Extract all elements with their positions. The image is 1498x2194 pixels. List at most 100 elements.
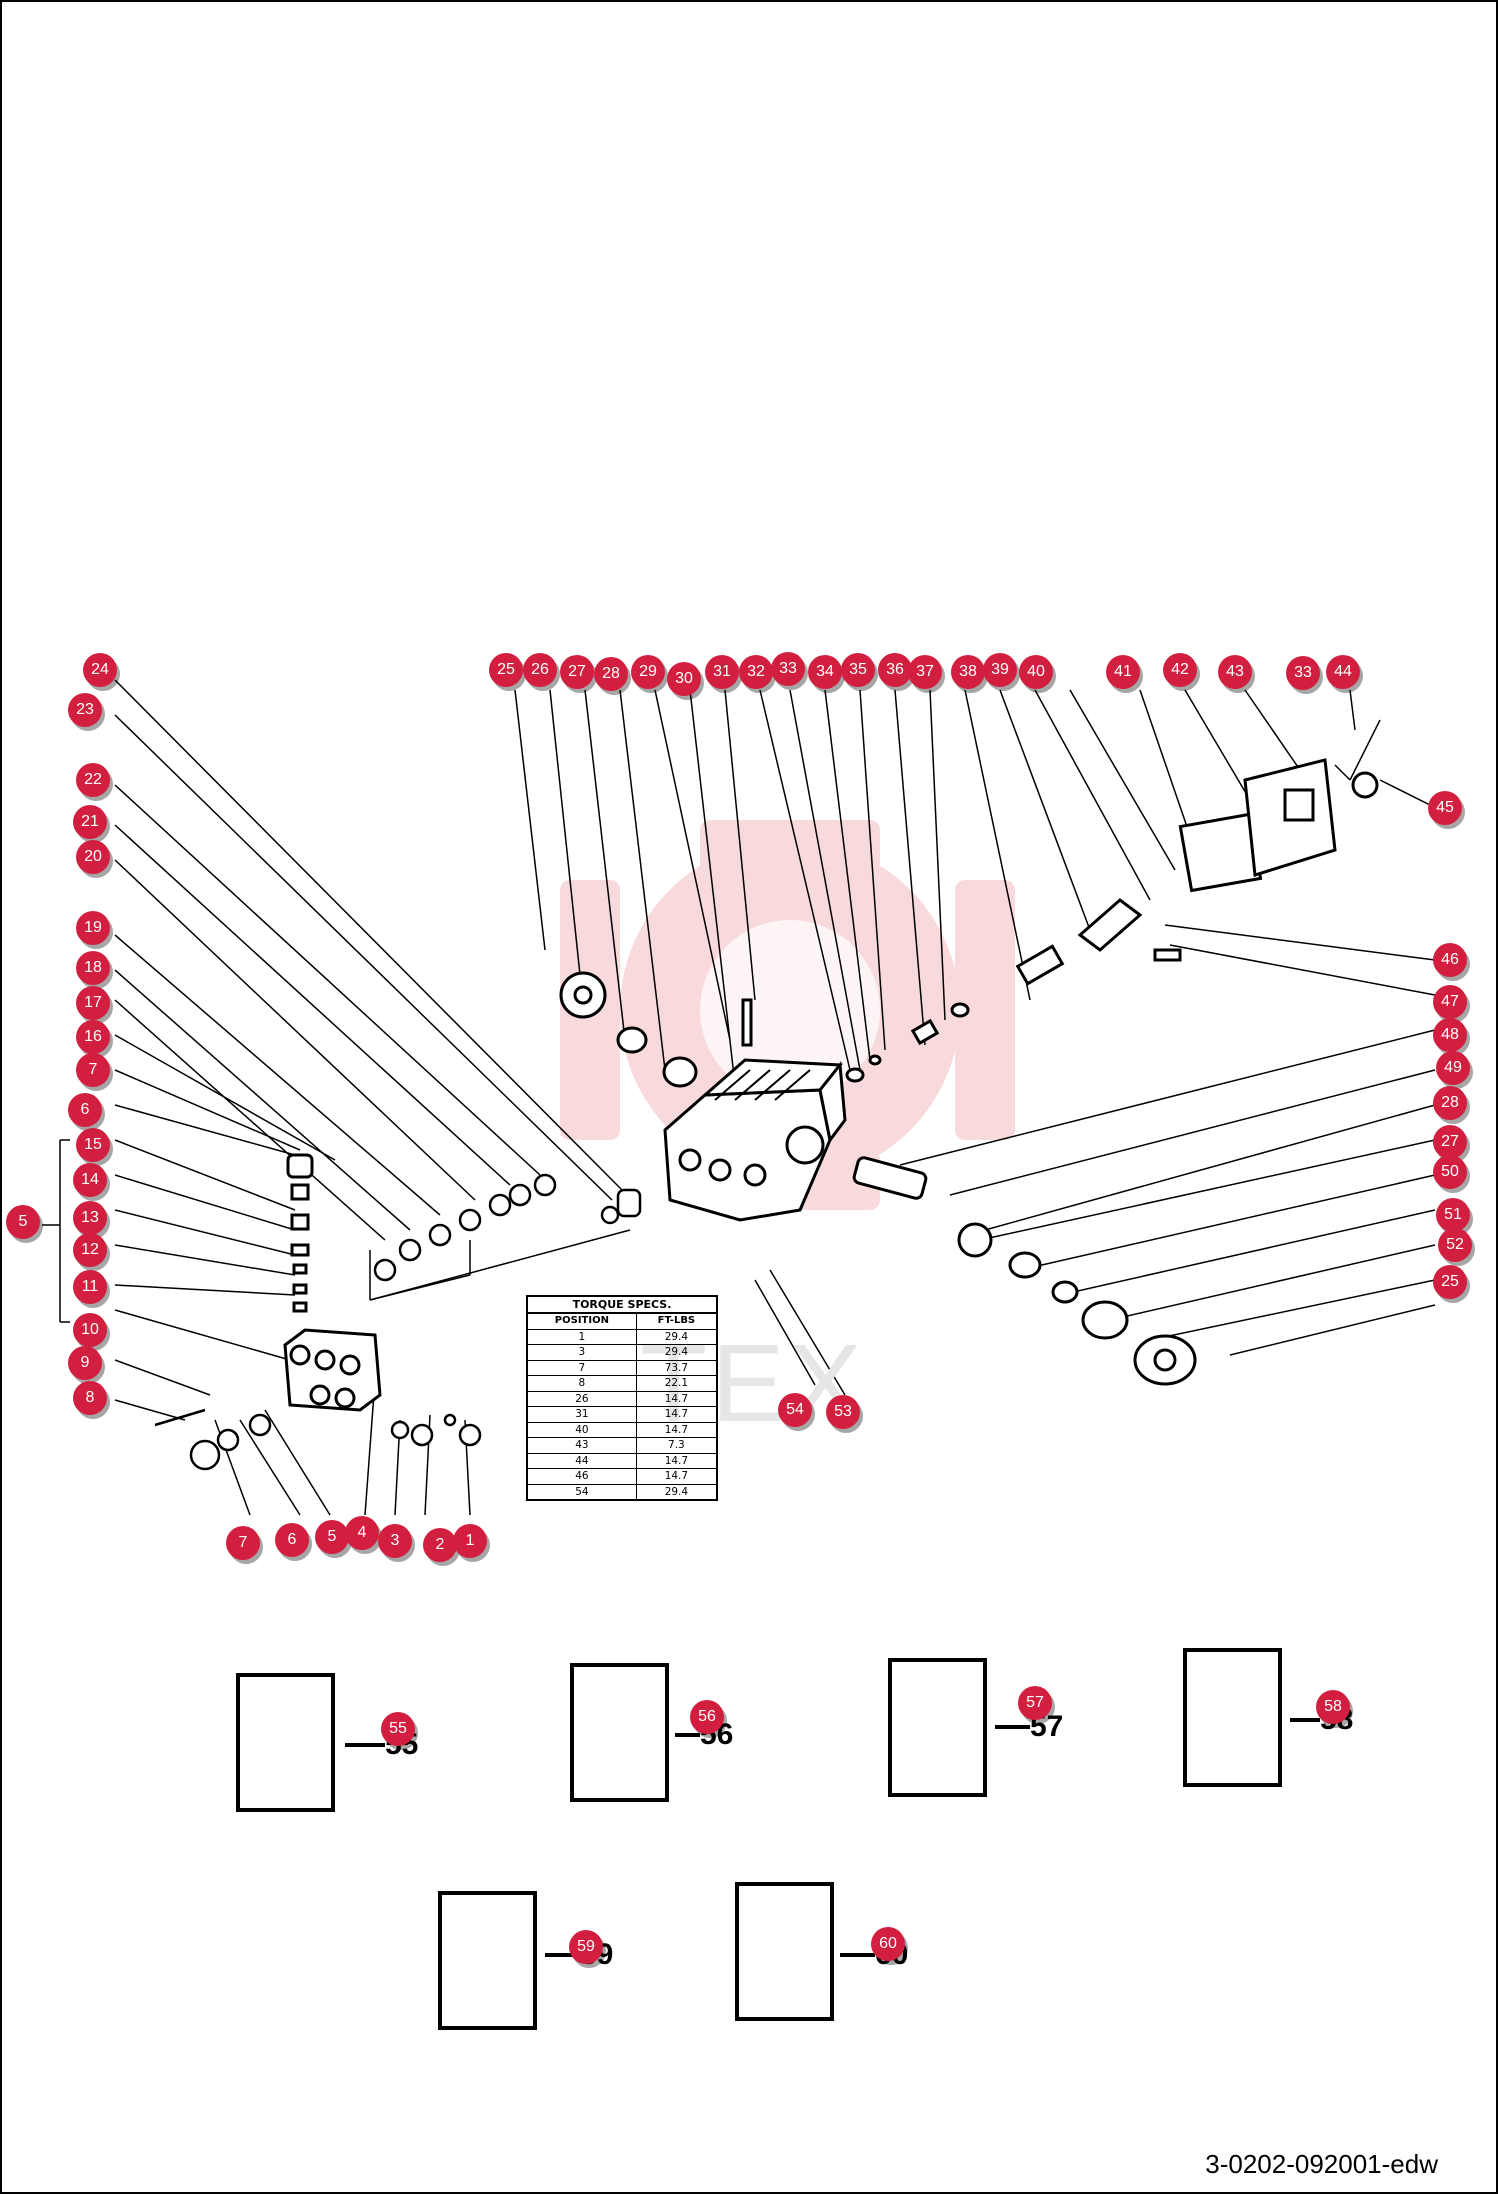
callout-7-bottom[interactable]: 7 xyxy=(226,1526,260,1560)
callout-10[interactable]: 10 xyxy=(73,1313,107,1347)
torque-value: 14.7 xyxy=(635,1406,718,1423)
callout-13[interactable]: 13 xyxy=(73,1201,107,1235)
callout-26[interactable]: 26 xyxy=(523,653,557,687)
torque-value: 14.7 xyxy=(635,1468,718,1485)
callout-23[interactable]: 23 xyxy=(68,693,102,727)
callout-6[interactable]: 6 xyxy=(68,1093,102,1127)
callout-41[interactable]: 41 xyxy=(1106,655,1140,689)
torque-value: 73.7 xyxy=(635,1359,718,1376)
callout-35[interactable]: 35 xyxy=(841,653,875,687)
callout-47[interactable]: 47 xyxy=(1433,985,1467,1019)
torque-value: 14.7 xyxy=(635,1452,718,1469)
callout-7[interactable]: 7 xyxy=(76,1053,110,1087)
callout-27-right[interactable]: 27 xyxy=(1433,1125,1467,1159)
callout-51[interactable]: 51 xyxy=(1436,1198,1470,1232)
callout-28[interactable]: 28 xyxy=(594,657,628,691)
torque-table-title: TORQUE SPECS. xyxy=(526,1295,718,1312)
callout-15[interactable]: 15 xyxy=(76,1128,110,1162)
callout-14[interactable]: 14 xyxy=(73,1163,107,1197)
torque-position: 40 xyxy=(526,1421,637,1438)
callout-16[interactable]: 16 xyxy=(76,1020,110,1054)
callout-5-bracket[interactable]: 5 xyxy=(6,1205,40,1239)
pump-crankcase-ribs xyxy=(714,1069,811,1101)
callout-30[interactable]: 30 xyxy=(667,662,701,696)
callout-25-right[interactable]: 25 xyxy=(1433,1265,1467,1299)
callout-43[interactable]: 43 xyxy=(1218,655,1252,689)
callout-59[interactable]: 59 xyxy=(569,1930,603,1964)
callout-48[interactable]: 48 xyxy=(1433,1018,1467,1052)
callout-28-right[interactable]: 28 xyxy=(1433,1086,1467,1120)
torque-position: 43 xyxy=(526,1437,637,1454)
callout-33-right[interactable]: 33 xyxy=(1286,656,1320,690)
callout-37[interactable]: 37 xyxy=(908,655,942,689)
seal-parts xyxy=(154,1173,642,1471)
torque-position: 31 xyxy=(526,1406,637,1423)
callout-50[interactable]: 50 xyxy=(1433,1155,1467,1189)
callout-12[interactable]: 12 xyxy=(73,1233,107,1267)
callout-24[interactable]: 24 xyxy=(83,653,117,687)
callout-55[interactable]: 55 xyxy=(381,1712,415,1746)
pump-crankcase xyxy=(663,1058,847,1222)
callout-31[interactable]: 31 xyxy=(705,655,739,689)
callout-49[interactable]: 49 xyxy=(1436,1051,1470,1085)
callout-53[interactable]: 53 xyxy=(826,1395,860,1429)
callout-6-bottom[interactable]: 6 xyxy=(275,1523,309,1557)
callout-44[interactable]: 44 xyxy=(1326,655,1360,689)
callout-52[interactable]: 52 xyxy=(1438,1228,1472,1262)
manifold-head xyxy=(283,1328,382,1412)
torque-value: 29.4 xyxy=(635,1344,718,1361)
callout-2[interactable]: 2 xyxy=(423,1528,457,1562)
callout-8[interactable]: 8 xyxy=(73,1381,107,1415)
callout-21[interactable]: 21 xyxy=(73,805,107,839)
service-kits xyxy=(236,1648,1282,2030)
torque-header-position: POSITION xyxy=(526,1312,637,1330)
callout-22[interactable]: 22 xyxy=(76,763,110,797)
callout-46[interactable]: 46 xyxy=(1433,943,1467,977)
callout-34[interactable]: 34 xyxy=(808,655,842,689)
callout-29[interactable]: 29 xyxy=(631,655,665,689)
callout-32[interactable]: 32 xyxy=(739,655,773,689)
torque-position: 8 xyxy=(526,1375,637,1392)
callout-60[interactable]: 60 xyxy=(871,1927,905,1961)
torque-position: 54 xyxy=(526,1483,637,1501)
callout-27[interactable]: 27 xyxy=(560,655,594,689)
callout-18[interactable]: 18 xyxy=(76,951,110,985)
torque-position: 46 xyxy=(526,1468,637,1485)
callout-4[interactable]: 4 xyxy=(345,1516,379,1550)
callout-11[interactable]: 11 xyxy=(73,1270,107,1304)
torque-value: 7.3 xyxy=(635,1437,718,1454)
torque-position: 26 xyxy=(526,1390,637,1407)
callout-3[interactable]: 3 xyxy=(378,1524,412,1558)
callout-56[interactable]: 56 xyxy=(690,1700,724,1734)
torque-value: 29.4 xyxy=(635,1483,718,1501)
callout-17[interactable]: 17 xyxy=(76,986,110,1020)
callout-19[interactable]: 19 xyxy=(76,911,110,945)
torque-position: 44 xyxy=(526,1452,637,1469)
callout-45[interactable]: 45 xyxy=(1428,791,1462,825)
callout-54[interactable]: 54 xyxy=(778,1393,812,1427)
callout-5-bottom[interactable]: 5 xyxy=(315,1520,349,1554)
callout-58[interactable]: 58 xyxy=(1316,1690,1350,1724)
leader-lines-top xyxy=(514,689,1441,1086)
callout-20[interactable]: 20 xyxy=(76,840,110,874)
callout-40[interactable]: 40 xyxy=(1019,655,1053,689)
callout-39[interactable]: 39 xyxy=(983,653,1017,687)
callout-36[interactable]: 36 xyxy=(878,653,912,687)
front-cover-assembly xyxy=(559,758,1379,1088)
callout-38[interactable]: 38 xyxy=(951,655,985,689)
callout-57[interactable]: 57 xyxy=(1018,1686,1052,1720)
callout-25[interactable]: 25 xyxy=(489,653,523,687)
callout-9[interactable]: 9 xyxy=(68,1346,102,1380)
torque-position: 7 xyxy=(526,1359,637,1376)
callout-33[interactable]: 33 xyxy=(771,652,805,686)
callout-42[interactable]: 42 xyxy=(1163,653,1197,687)
callout-1[interactable]: 1 xyxy=(453,1524,487,1558)
